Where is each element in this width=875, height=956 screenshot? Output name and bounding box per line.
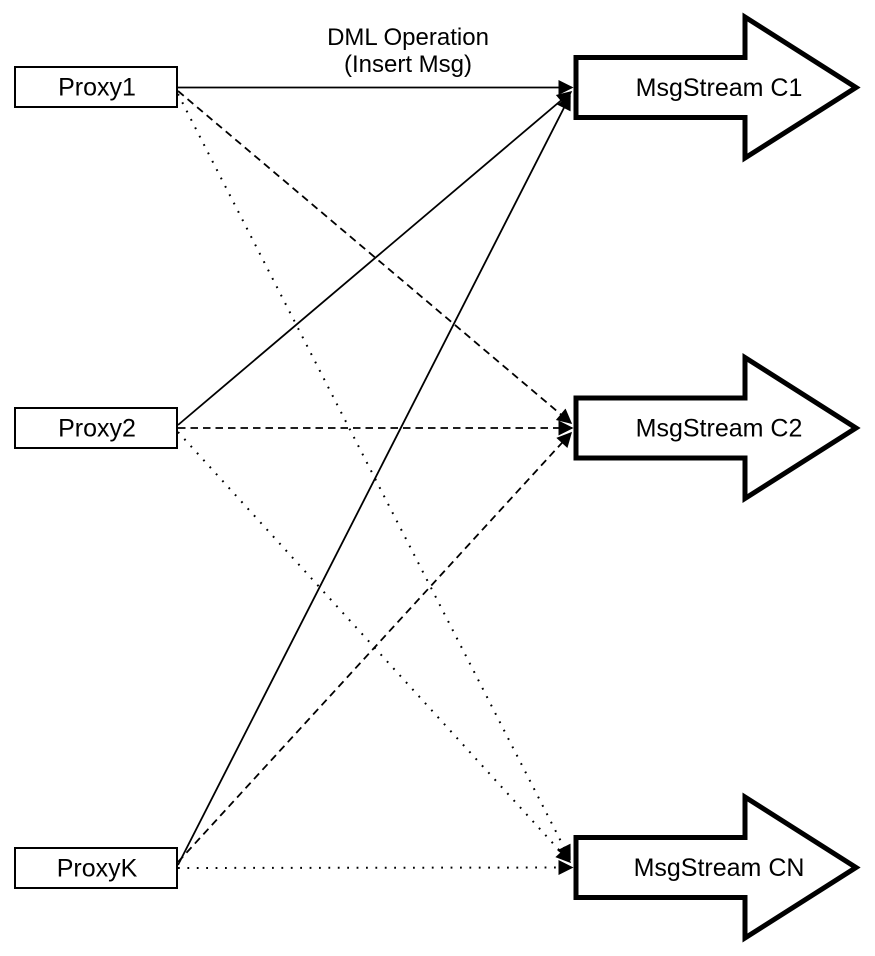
- node-proxy2: Proxy2: [14, 407, 178, 449]
- msgstream-c1-label: MsgStream C1: [636, 74, 803, 102]
- proxyk-label: ProxyK: [57, 855, 138, 883]
- proxy1-label: Proxy1: [58, 74, 136, 102]
- proxyk-box: [14, 847, 178, 889]
- node-msgstream-cn: MsgStream CN: [573, 792, 861, 943]
- proxy1-box: [14, 66, 178, 108]
- node-proxy1: Proxy1: [14, 66, 178, 108]
- node-msgstream-c2: MsgStream C2: [573, 352, 861, 504]
- node-msgstream-c1: MsgStream C1: [573, 12, 861, 163]
- msgstream-c2-arrow-shape: [573, 352, 861, 504]
- msgstream-c2-label: MsgStream C2: [636, 415, 803, 443]
- caption-line2: (Insert Msg): [344, 51, 472, 78]
- msgstream-c1-arrow-shape: [573, 12, 861, 163]
- edge-proxyk-to-c1: [177, 94, 571, 866]
- msgstream-cn-label: MsgStream CN: [634, 854, 805, 882]
- caption-line1: DML Operation: [327, 24, 489, 51]
- msgstream-cn-arrow-shape: [573, 792, 861, 943]
- edge-proxy1-to-cn: [177, 93, 571, 861]
- edge-proxy1-to-c2: [177, 90, 573, 424]
- node-proxyk: ProxyK: [14, 847, 178, 889]
- edge-proxyk-to-cn: [177, 860, 574, 876]
- edge-proxy2-to-c1: [177, 91, 573, 426]
- proxy2-box: [14, 407, 178, 449]
- proxy2-label: Proxy2: [58, 415, 136, 443]
